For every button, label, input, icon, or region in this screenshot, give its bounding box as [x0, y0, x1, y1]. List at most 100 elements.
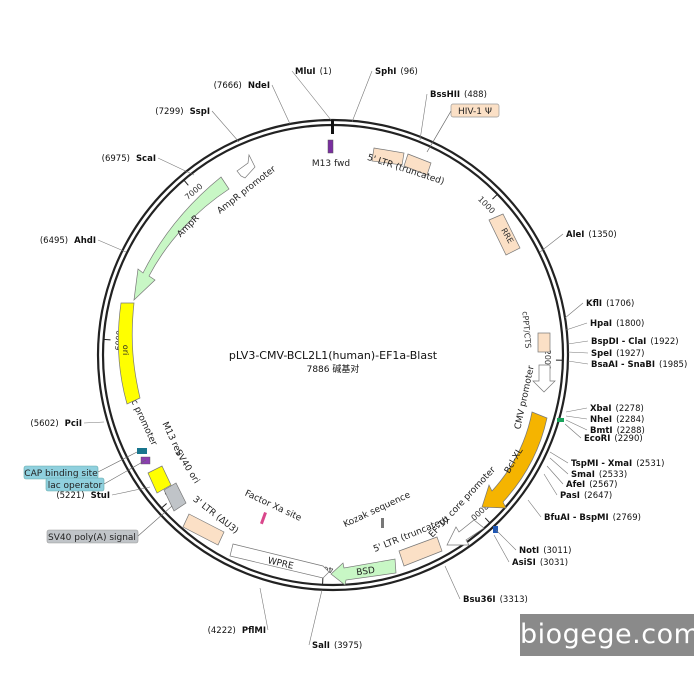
kozak-marker	[381, 518, 384, 528]
site-label: TspMI - XmaI(2531)	[571, 459, 664, 469]
site-position: (5602)	[30, 419, 58, 429]
site-pasi: PasI(2647)	[543, 473, 612, 501]
tick-mark	[161, 503, 167, 509]
feature-label-kozak: Kozak sequence	[342, 490, 412, 530]
site-position: (3975)	[334, 641, 362, 651]
site-leader-line	[351, 70, 373, 123]
site-label: (4222)PflMI	[208, 626, 266, 636]
site-position: (1350)	[588, 230, 616, 240]
site-sspi: (7299)SspI	[155, 107, 240, 143]
site-name: SalI	[312, 641, 330, 651]
site-leader-line	[493, 534, 510, 563]
site-label: (6975)ScaI	[102, 154, 156, 164]
site-leader-line	[567, 360, 589, 365]
site-leader-line	[527, 499, 542, 518]
site-stui: (5221)StuI	[56, 486, 151, 501]
site-label: (6495)AhdI	[40, 236, 96, 246]
site-label: EcoRI(2290)	[584, 434, 643, 444]
site-leader-line	[291, 70, 332, 121]
site-name: TspMI - XmaI	[571, 459, 632, 469]
site-kfli: KflI(1706)	[564, 299, 634, 319]
site-position: (3313)	[500, 595, 528, 605]
site-label: NheI(2284)	[590, 415, 644, 425]
site-leader-line	[419, 93, 428, 141]
site-label: BfuAI - BspMI(2769)	[544, 513, 641, 523]
bcl-xl-arrow	[481, 411, 548, 509]
site-label: SalI (3975)	[312, 641, 362, 651]
site-name: PasI	[560, 491, 580, 501]
ltr5-top-box-2	[403, 153, 432, 176]
site-position: (3011)	[543, 546, 571, 556]
wpre-arrow	[229, 543, 330, 579]
site-leader-line	[565, 419, 588, 431]
site-name: PciI	[65, 419, 82, 429]
site-label: PasI(2647)	[560, 491, 612, 501]
feature-label-ori: ori	[121, 345, 130, 355]
site-position: (2567)	[589, 480, 617, 490]
site-label: SphI(96)	[375, 67, 418, 77]
site-position: (3031)	[540, 558, 568, 568]
site-leader-line	[308, 589, 323, 646]
site-scai: (6975)ScaI	[102, 154, 195, 176]
site-asisi: AsiSI (3031)	[493, 534, 568, 568]
site-leader-line	[567, 351, 589, 354]
xbai-marker	[557, 418, 564, 422]
site-name: AsiSI	[512, 558, 536, 568]
noti-marker	[493, 526, 498, 533]
site-name: SphI	[375, 67, 396, 77]
site-leader-line	[565, 407, 588, 413]
site-position: (2284)	[616, 415, 644, 425]
site-leader-line	[157, 157, 195, 176]
sv40-polya-box	[163, 482, 187, 512]
site-pcii: (5602) PciI	[30, 419, 105, 429]
site-name: MluI	[295, 67, 316, 77]
ef1a-promoter-arrow	[446, 519, 485, 546]
site-name: AleI	[566, 230, 584, 240]
site-position: (2290)	[614, 434, 642, 444]
feature-label-cppt-cts: cPPT/CTS	[520, 311, 532, 349]
site-ndei: (7666)NdeI	[214, 81, 291, 125]
site-position: (6495)	[40, 236, 68, 246]
site-name: KflI	[586, 299, 602, 309]
feature-label-5ltr-top: 5' LTR (truncated)	[366, 153, 446, 187]
site-position: (2288)	[617, 426, 645, 436]
site-leader-line	[495, 529, 517, 551]
feature-label-m13-fwd: M13 fwd	[312, 159, 350, 169]
site-name: Bsu36I	[463, 595, 496, 605]
tick-mark	[492, 193, 498, 200]
site-label: HpaI(1800)	[590, 319, 644, 329]
sv40-polya-signal-label: SV40 poly(A) signal	[48, 533, 136, 543]
site-label: Bsu36I (3313)	[463, 595, 528, 605]
factor-xa-marker	[260, 512, 267, 525]
site-smai: SmaI(2533)	[549, 457, 627, 480]
hiv1-psi-leader	[426, 110, 452, 153]
site-label: (7666)NdeI	[214, 81, 270, 91]
sv40-polya-leader	[137, 505, 173, 537]
site-label: BsaAI - SnaBI (1985)	[591, 360, 687, 370]
site-name: StuI	[91, 491, 110, 501]
site-name: BsaAI - SnaBI	[591, 360, 655, 370]
site-position: (2278)	[616, 404, 644, 414]
site-label: AfeI (2567)	[566, 480, 617, 490]
site-name: AfeI	[566, 480, 585, 490]
site-leader-line	[97, 239, 127, 253]
site-name: NdeI	[248, 81, 270, 91]
site-bsaai-snabi: BsaAI - SnaBI (1985)	[567, 360, 687, 370]
site-label: (5602) PciI	[30, 419, 82, 429]
feature-label-factor-xa: Factor Xa site	[243, 489, 303, 524]
site-bfuai-bspmi: BfuAI - BspMI(2769)	[527, 499, 641, 523]
lac-operator-leader	[103, 459, 147, 485]
site-hpai: HpaI(1800)	[565, 319, 644, 331]
site-leader-line	[111, 486, 151, 496]
ori-feature	[117, 302, 141, 405]
site-position: (1922)	[650, 337, 678, 347]
tick-label: 2000	[543, 350, 552, 371]
site-name: BssHII	[430, 90, 460, 100]
site-label: XbaI(2278)	[590, 404, 644, 414]
site-label: SpeI(1927)	[591, 349, 644, 359]
site-leader-line	[567, 340, 589, 345]
site-position: (1985)	[659, 360, 687, 370]
site-label: BssHII(488)	[430, 90, 487, 100]
watermark: biogege.com	[520, 614, 700, 656]
